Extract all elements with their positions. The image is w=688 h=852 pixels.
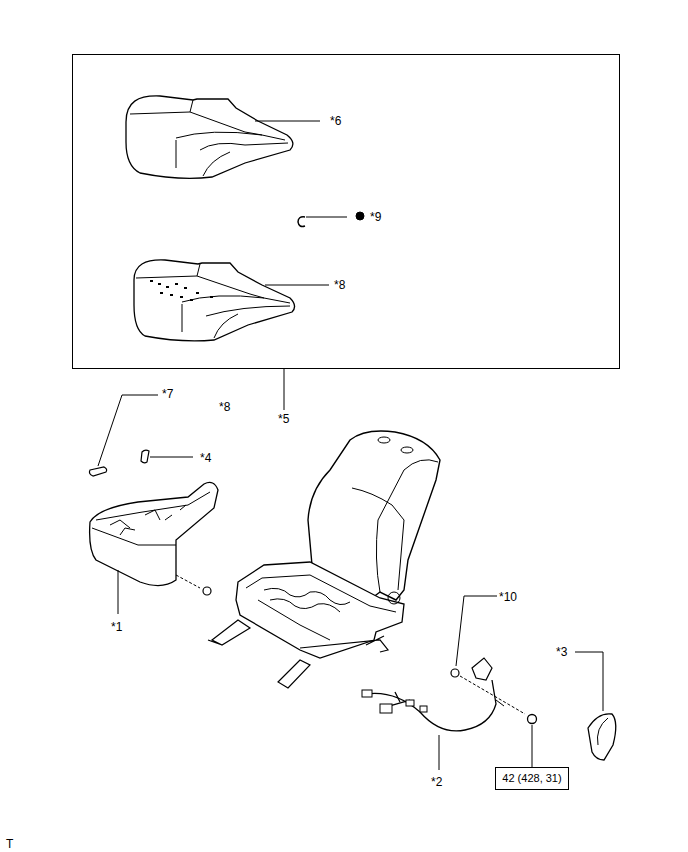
callout-number: *3 (556, 645, 567, 659)
figure-code: T (6, 837, 13, 851)
callout-number: *6 (330, 114, 341, 128)
callout-number: *4 (200, 451, 211, 465)
torque-spec-box: 42 (428, 31) (495, 767, 569, 790)
callout-number: *5 (278, 413, 289, 426)
callout-number: *10 (499, 590, 517, 604)
callout-number: *8 (334, 278, 345, 292)
callout-number: *7 (162, 387, 173, 401)
callout-number: *1 (111, 620, 122, 634)
callout-number: *2 (431, 775, 442, 789)
parts-group-box: *5 (72, 54, 620, 369)
torque-value: 42 (428, 31) (502, 772, 562, 785)
callout-number: *8 (219, 400, 230, 414)
callout-number: *9 (370, 210, 381, 224)
